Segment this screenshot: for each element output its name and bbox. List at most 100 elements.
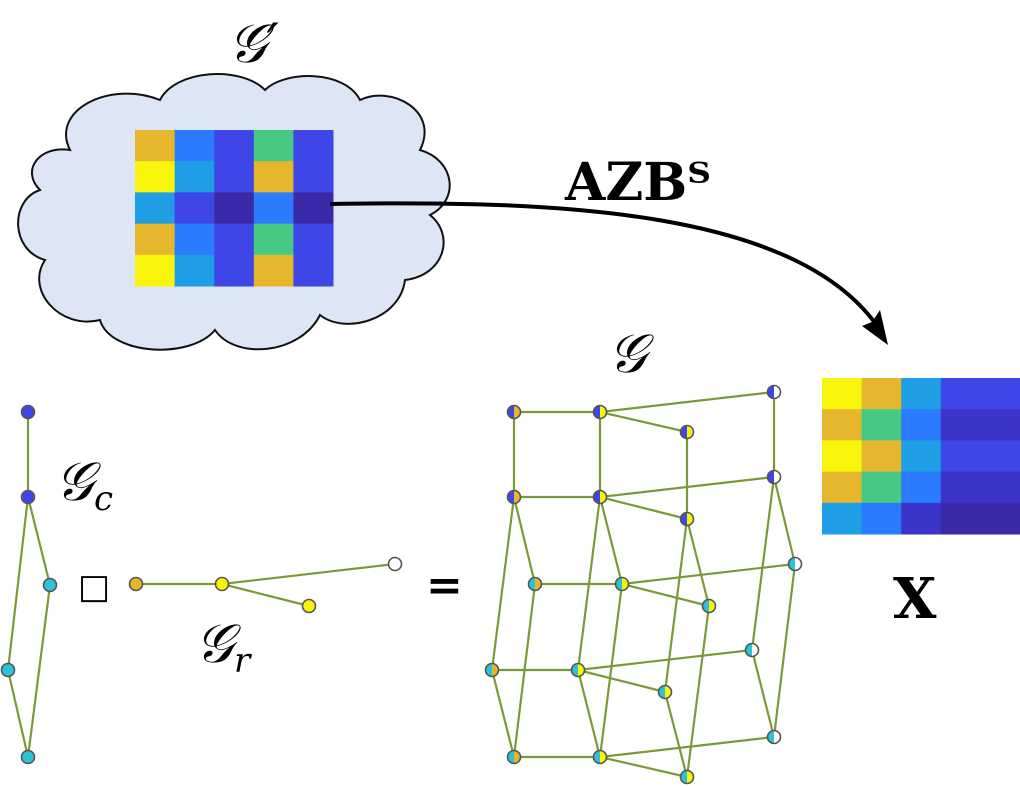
gc-edge [6,496,30,671]
g-edge [512,496,537,585]
x-cell [861,440,902,473]
x-cell [980,471,1020,504]
g-node-ring [592,404,608,420]
g-edge [750,649,776,738]
x-cell [901,378,942,410]
arrow-head [862,310,888,345]
g-edge [599,755,688,779]
g-prime-cell [214,223,255,256]
g-node-ring [570,662,586,678]
x-cell [940,378,981,410]
g-node [614,576,630,592]
x-cell [901,471,942,504]
g-edge [663,691,689,778]
g-node [679,424,695,440]
g-node-ring [527,576,543,592]
g-node [592,489,608,505]
g-prime-cell [293,223,334,256]
g-node-ring [701,598,717,614]
gc-node [20,749,36,765]
g-label: 𝒢 [608,322,655,385]
g-prime-cell [253,161,294,193]
g-node [592,404,608,420]
x-cell [822,440,863,473]
g-prime-cell [214,254,255,287]
g-prime-cell [214,130,255,162]
g-edge [599,735,775,759]
equals-symbol: = [426,560,463,611]
gr-node [301,598,317,614]
g-node [679,511,695,527]
g-node-ring [766,469,782,485]
x-cell [901,409,942,441]
g-prime-label: 𝒢′ [228,12,279,75]
g-node [506,404,522,420]
g-edge [490,669,516,758]
g-edge [685,518,711,607]
g-prime-cell [174,130,215,162]
transform-label: AZBᵀ [564,152,711,213]
g-prime-cell [174,254,215,287]
gc-edge [26,496,52,586]
g-node [787,556,803,572]
x-cell [940,471,981,504]
x-label: X [893,566,937,632]
x-heatmap [822,378,1020,535]
g-r-label: 𝒢 r [195,612,252,681]
g-edge [599,495,688,521]
g-node [506,749,522,765]
g-edge [576,496,602,671]
product-symbol: □ [78,567,110,607]
x-cell [822,471,863,504]
g-edge [685,605,711,778]
g-prime-cell [174,161,215,193]
g-node-ring [766,384,782,400]
g-prime-cell [293,130,334,162]
x-cell [861,471,902,504]
g-node-ring [592,489,608,505]
g-prime-cell [253,254,294,287]
transform-arrow [329,201,888,345]
g-prime-cell [293,254,334,287]
g-node [744,642,760,658]
g-node [570,662,586,678]
g-prime-cell [135,254,176,287]
gr-edge [221,582,310,608]
g-c-graph [6,412,52,758]
g-node-ring [766,729,782,745]
g-edge [576,669,602,758]
g-node-ring [506,489,522,505]
g-node-ring [506,404,522,420]
g-prime-cell [253,130,294,162]
g-prime-cell [214,161,255,193]
g-edge [598,583,624,758]
x-cell [940,409,981,441]
g-edge [577,648,753,672]
g-c-subscript: c [94,479,113,519]
g-node-ring [614,576,630,592]
g-edge [490,496,516,671]
g-node-ring [787,556,803,572]
g-c-label: 𝒢 c [55,450,113,519]
g-node [701,598,717,614]
x-cell [861,378,902,410]
gr-node [128,576,144,592]
g-node [506,489,522,505]
g-edge [577,668,666,694]
g-node [766,469,782,485]
gc-node [0,662,16,678]
x-cell [822,409,863,441]
x-cell [980,378,1020,410]
gc-edge [26,584,52,758]
g-r-nodes [128,556,403,614]
g-edge [772,563,797,738]
g-node-ring [679,769,695,785]
g-node-ring [679,511,695,527]
gr-node [214,576,230,592]
g-node [766,384,782,400]
g-prime-cell [174,223,215,256]
g-node [592,749,608,765]
g-prime-cell [135,223,176,256]
g-edge [599,390,775,414]
g-graph-nodes [484,384,803,785]
